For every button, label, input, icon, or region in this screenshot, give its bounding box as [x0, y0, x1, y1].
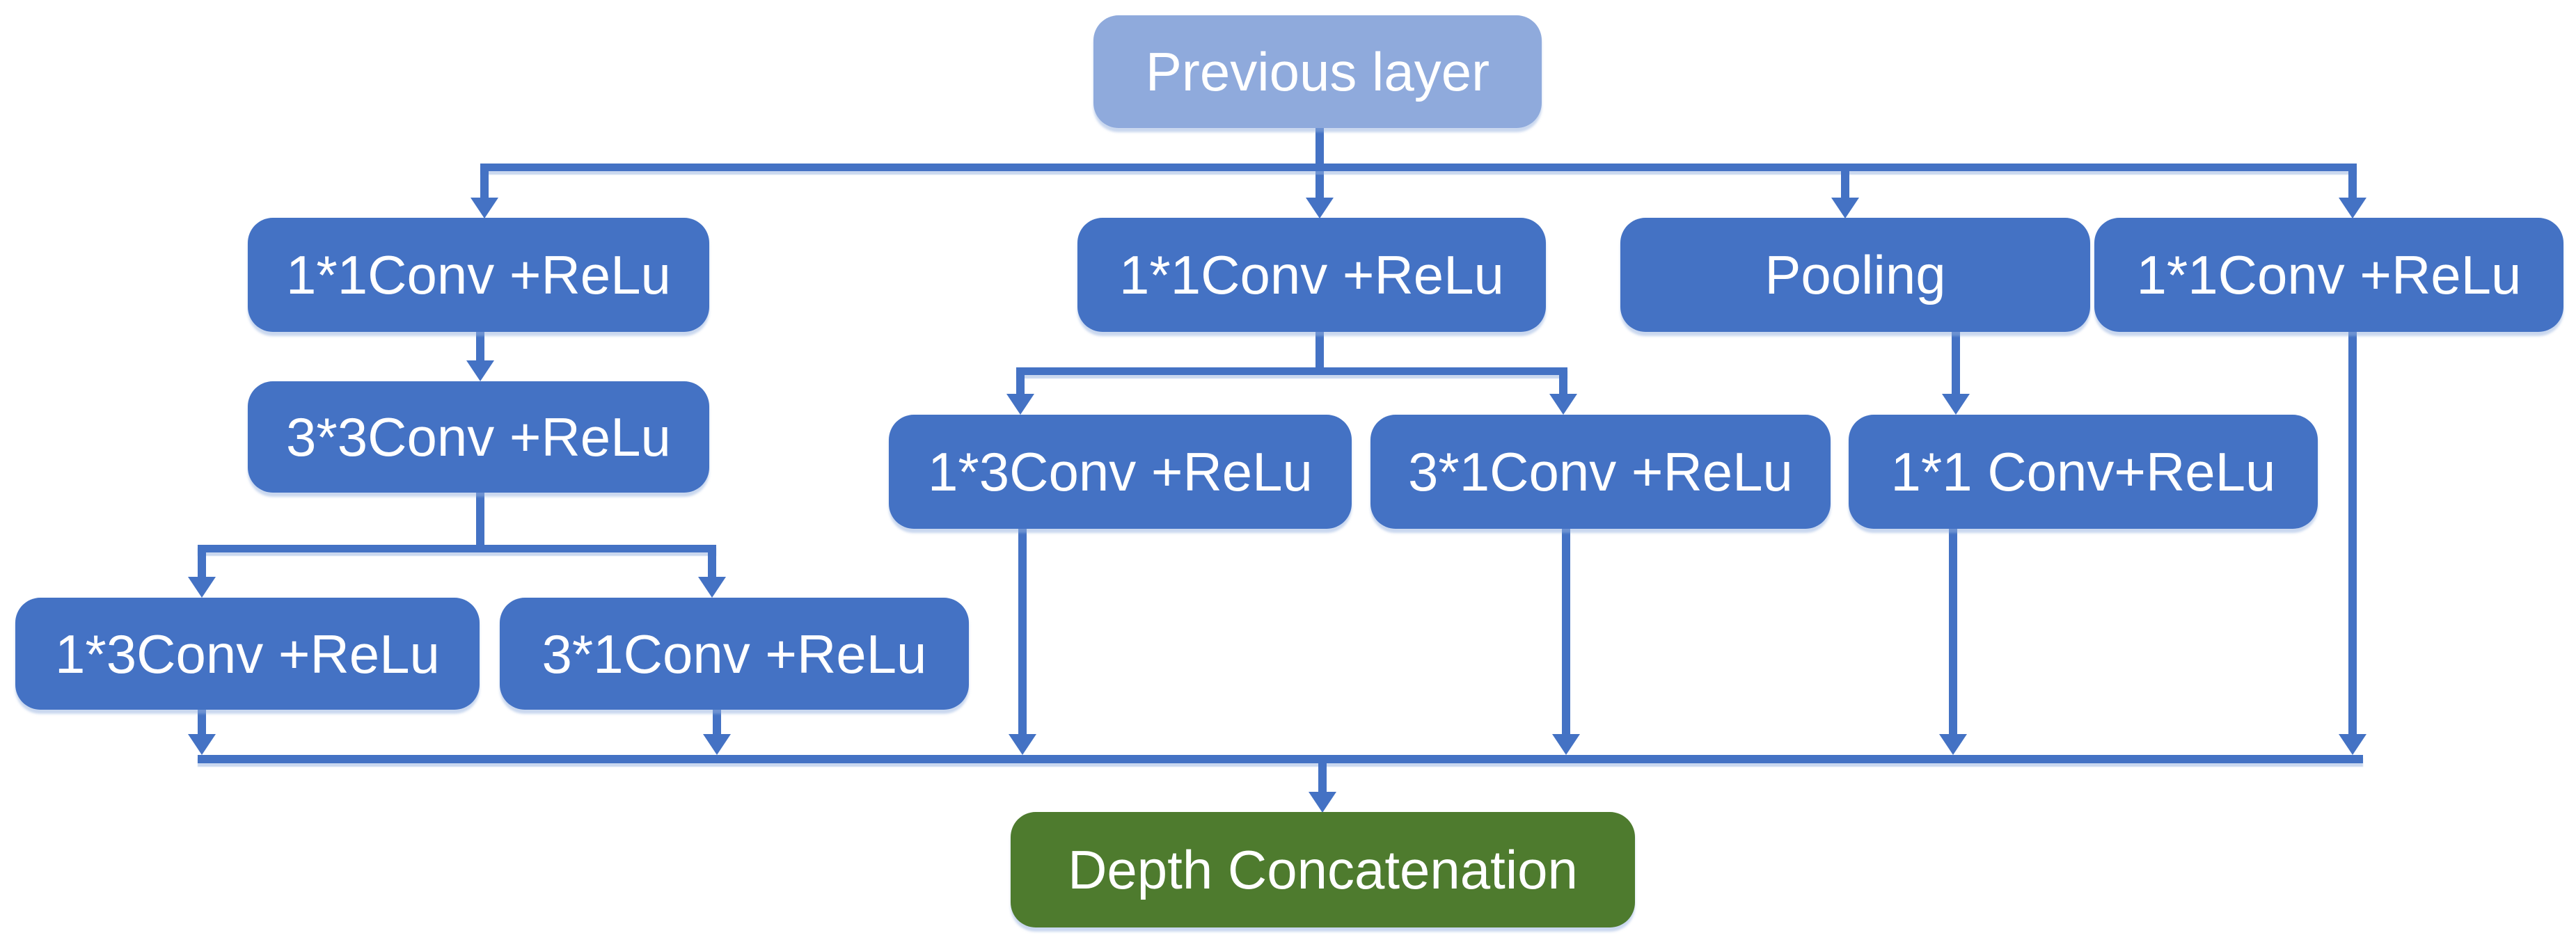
arrowhead-into-branch2-conv13	[1006, 394, 1034, 415]
connector-branch1-conv31-to-merge	[713, 710, 721, 735]
node-branch1-conv33: 3*3Conv +ReLu	[248, 381, 709, 493]
arrowhead-merge-branch1-conv31	[703, 734, 731, 755]
connector-drop-branch4	[2348, 171, 2357, 198]
node-branch2-conv13: 1*3Conv +ReLu	[889, 415, 1352, 529]
node-branch1-conv13-label: 1*3Conv +ReLu	[55, 623, 440, 685]
connector-branch2-conv31-to-merge	[1562, 529, 1570, 735]
connector-branch4-conv11-to-merge	[2348, 332, 2357, 735]
connector-branch1-split-right	[708, 552, 716, 578]
arrowhead-into-branch4-conv11	[2339, 198, 2366, 218]
connector-merge-to-concat	[1318, 763, 1327, 793]
node-previous-layer: Previous layer	[1093, 15, 1542, 128]
arrowhead-into-branch1-conv33	[466, 360, 494, 381]
connector-branch1-split-line	[198, 545, 716, 552]
connector-distribution-line	[480, 164, 2357, 171]
arrowhead-merge-branch2-conv31	[1552, 734, 1580, 755]
node-previous-layer-label: Previous layer	[1145, 41, 1490, 102]
node-depth-concatenation: Depth Concatenation	[1011, 812, 1635, 927]
arrowhead-into-branch1-conv13	[188, 577, 216, 598]
connector-branch2-conv13-to-merge	[1018, 529, 1027, 735]
node-branch3-pooling: Pooling	[1620, 218, 2090, 332]
node-branch4-conv11-label: 1*1Conv +ReLu	[2136, 244, 2522, 305]
connector-previous-layer-stem	[1315, 128, 1324, 198]
connector-drop-branch1	[480, 171, 489, 198]
connector-branch1-split-left	[198, 552, 206, 578]
node-branch1-conv11: 1*1Conv +ReLu	[248, 218, 709, 332]
connector-pooling-to-conv11	[1952, 332, 1960, 395]
connector-branch2-conv11-stem	[1315, 332, 1324, 367]
node-branch1-conv31: 3*1Conv +ReLu	[500, 598, 969, 710]
node-branch1-conv11-label: 1*1Conv +ReLu	[286, 244, 671, 305]
node-branch4-conv11: 1*1Conv +ReLu	[2094, 218, 2563, 332]
node-branch3-conv11: 1*1 Conv+ReLu	[1849, 415, 2318, 529]
connector-branch2-split-line	[1016, 367, 1567, 375]
arrowhead-into-depth-concat	[1309, 792, 1336, 813]
connector-branch2-split-left	[1016, 375, 1025, 395]
arrowhead-merge-branch2-conv13	[1009, 734, 1036, 755]
connector-branch2-split-right	[1559, 375, 1567, 395]
arrowhead-into-branch1-conv31	[698, 577, 726, 598]
arrowhead-into-branch2-conv31	[1549, 394, 1577, 415]
node-branch3-pooling-label: Pooling	[1764, 244, 1946, 305]
connector-branch1-conv11-to-conv33	[476, 332, 484, 360]
node-branch3-conv11-label: 1*1 Conv+ReLu	[1890, 441, 2276, 502]
node-branch1-conv31-label: 3*1Conv +ReLu	[542, 623, 927, 685]
node-branch2-conv31: 3*1Conv +ReLu	[1370, 415, 1831, 529]
arrowhead-merge-branch1-conv13	[188, 734, 216, 755]
node-branch1-conv13: 1*3Conv +ReLu	[15, 598, 480, 710]
connector-merge-line	[198, 755, 2363, 763]
connector-branch3-conv11-to-merge	[1949, 529, 1957, 735]
node-branch1-conv33-label: 3*3Conv +ReLu	[286, 406, 671, 468]
arrowhead-into-branch3-conv11	[1942, 394, 1970, 415]
node-branch2-conv13-label: 1*3Conv +ReLu	[928, 441, 1313, 502]
connector-branch1-conv33-stem	[476, 493, 484, 552]
node-branch2-conv31-label: 3*1Conv +ReLu	[1408, 441, 1793, 502]
arrowhead-into-branch2-conv11	[1306, 198, 1334, 218]
node-depth-concatenation-label: Depth Concatenation	[1068, 839, 1578, 900]
connector-drop-branch3	[1841, 171, 1849, 198]
node-branch2-conv11: 1*1Conv +ReLu	[1077, 218, 1546, 332]
arrowhead-merge-branch3-conv11	[1939, 734, 1967, 755]
arrowhead-into-pooling	[1831, 198, 1859, 218]
connector-branch1-conv13-to-merge	[198, 710, 206, 735]
arrowhead-into-branch1-conv11	[471, 198, 498, 218]
node-branch2-conv11-label: 1*1Conv +ReLu	[1119, 244, 1504, 305]
arrowhead-merge-branch4-conv11	[2339, 734, 2366, 755]
